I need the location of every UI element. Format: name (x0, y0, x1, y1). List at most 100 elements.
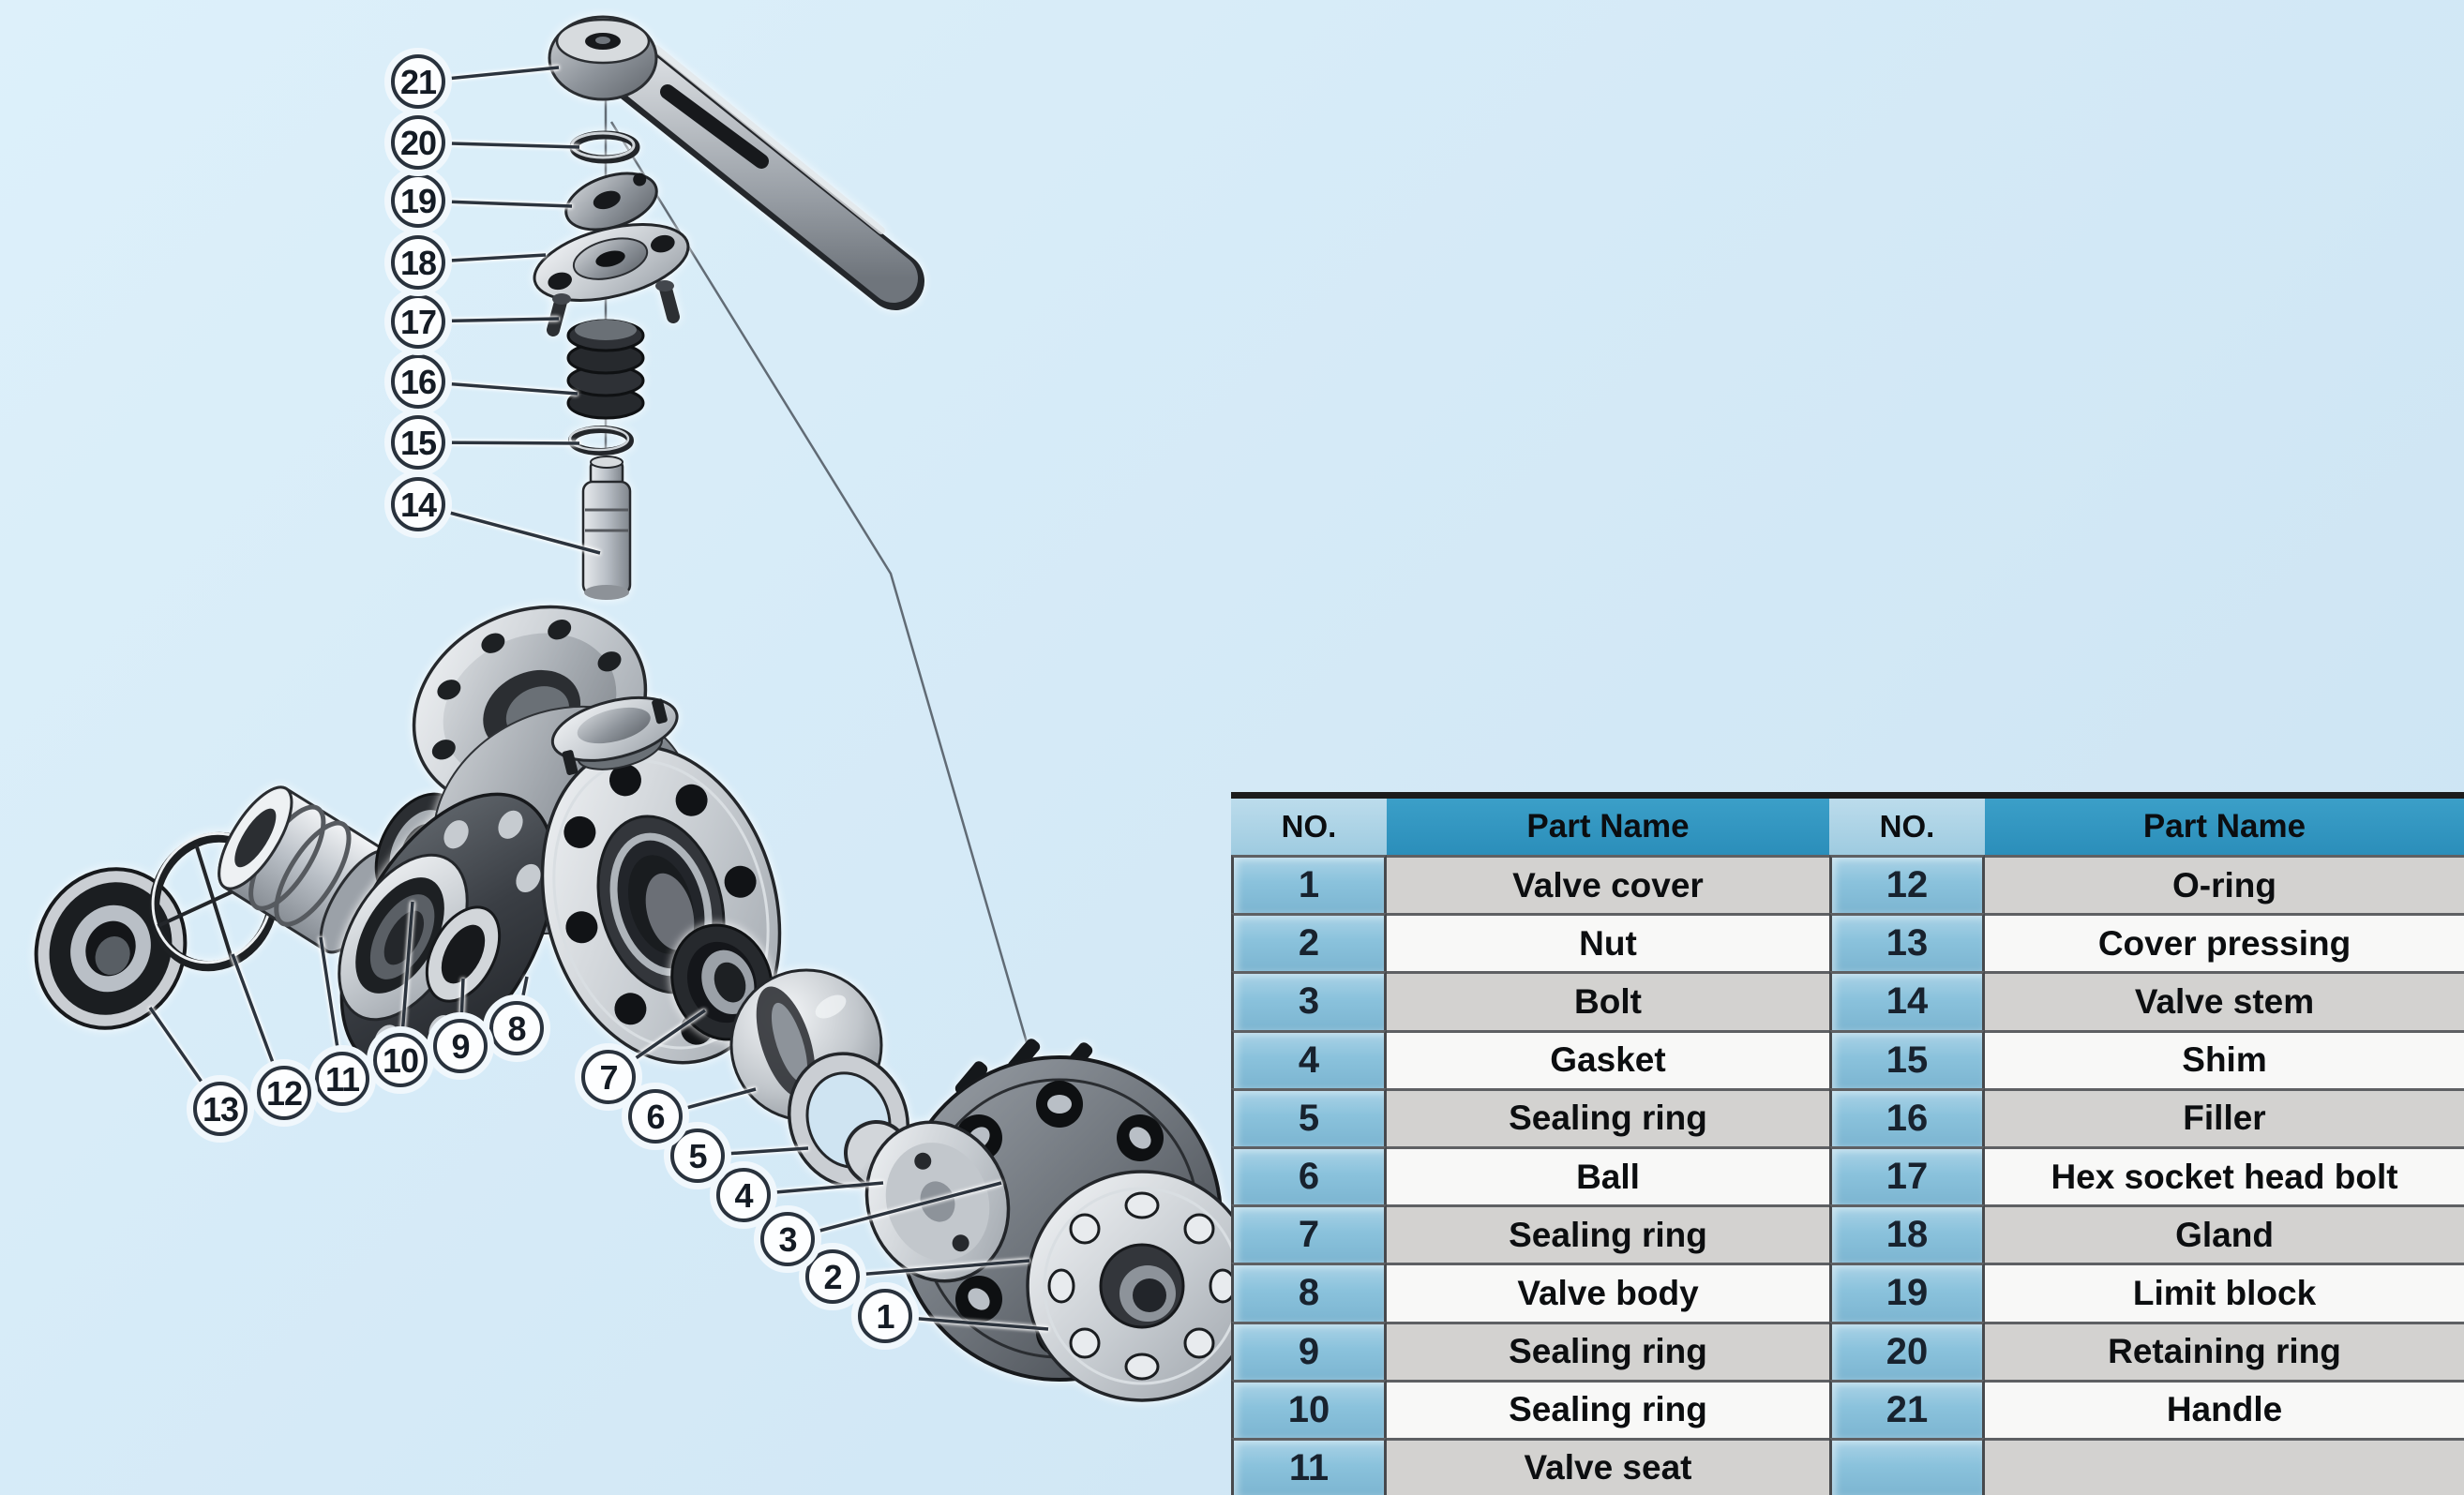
part-name: Gasket (1387, 1029, 1829, 1088)
part-no: 9 (1231, 1321, 1387, 1380)
part-no: 21 (1829, 1379, 1985, 1438)
svg-text:11: 11 (325, 1060, 360, 1099)
svg-text:13: 13 (203, 1090, 238, 1129)
part-name: Sealing ring (1387, 1204, 1829, 1263)
callout-6: 6 (622, 1083, 689, 1150)
part-name: Gland (1985, 1204, 2464, 1263)
part-no: 11 (1231, 1437, 1387, 1495)
svg-text:18: 18 (400, 244, 436, 282)
part-filler (566, 319, 645, 420)
part-hex-socket-bolts (547, 280, 680, 336)
svg-text:2: 2 (823, 1258, 841, 1296)
svg-text:12: 12 (266, 1074, 302, 1113)
part-name: Hex socket head bolt (1985, 1145, 2464, 1205)
part-no: 16 (1829, 1087, 1985, 1146)
part-name: Limit block (1985, 1263, 2464, 1322)
callout-18: 18 (384, 229, 452, 296)
part-no: 5 (1231, 1087, 1387, 1146)
part-name: Bolt (1387, 971, 1829, 1030)
svg-text:5: 5 (688, 1137, 707, 1175)
part-no: 7 (1231, 1204, 1387, 1263)
part-sealing-ring-9 (425, 905, 502, 1003)
svg-text:6: 6 (646, 1098, 664, 1136)
part-no: 15 (1829, 1029, 1985, 1088)
part-name: Sealing ring (1387, 1087, 1829, 1146)
part-no: 18 (1829, 1204, 1985, 1263)
part-no: 3 (1231, 971, 1387, 1030)
part-valve-seat (218, 785, 396, 954)
callout-3: 3 (754, 1205, 821, 1273)
part-no: 2 (1231, 913, 1387, 972)
callout-13: 13 (187, 1075, 254, 1143)
part-no: 4 (1231, 1029, 1387, 1088)
part-name: Handle (1985, 1379, 2464, 1438)
callout-10: 10 (367, 1026, 434, 1094)
svg-text:19: 19 (400, 182, 436, 220)
callout-1: 1 (851, 1282, 919, 1350)
table-header-part-left: Part Name (1387, 799, 1829, 855)
part-no: 17 (1829, 1145, 1985, 1205)
svg-text:17: 17 (400, 303, 436, 341)
part-no: 8 (1231, 1263, 1387, 1322)
svg-text:20: 20 (400, 124, 436, 162)
svg-text:14: 14 (400, 486, 437, 524)
svg-text:9: 9 (451, 1027, 469, 1066)
part-name: Ball (1387, 1145, 1829, 1205)
part-name (1985, 1437, 2464, 1495)
part-no: 19 (1829, 1263, 1985, 1322)
part-name: Nut (1387, 913, 1829, 972)
part-no: 6 (1231, 1145, 1387, 1205)
callout-14: 14 (384, 471, 452, 538)
table-header-part-right: Part Name (1985, 799, 2464, 855)
callout-12: 12 (250, 1059, 318, 1127)
part-name: Valve body (1387, 1263, 1829, 1322)
callout-7: 7 (575, 1043, 642, 1111)
ball-and-cover-parts (670, 923, 1258, 1402)
table-header-no-right: NO. (1829, 799, 1985, 855)
callout-8: 8 (483, 994, 550, 1062)
svg-text:3: 3 (778, 1220, 796, 1259)
callout-17: 17 (384, 288, 452, 355)
part-gasket-spool (844, 1120, 1011, 1283)
part-valve-cover (1026, 1170, 1258, 1402)
part-cover-pressing (34, 867, 188, 1030)
stem-assembly-parts (533, 15, 924, 600)
callouts: 1 2 3 4 5 6 7 8 9 10 11 12 13 14 15 16 1… (187, 48, 919, 1350)
svg-text:1: 1 (876, 1297, 894, 1336)
part-name: Valve cover (1387, 855, 1829, 914)
svg-text:4: 4 (734, 1176, 753, 1215)
part-valve-stem (581, 456, 632, 600)
part-no: 10 (1231, 1379, 1387, 1438)
parts-table: NO. Part Name NO. Part Name 1 Valve cove… (1231, 792, 2464, 1495)
part-name: Sealing ring (1387, 1321, 1829, 1380)
part-gland (533, 223, 690, 302)
svg-text:15: 15 (400, 424, 437, 462)
callout-15: 15 (384, 409, 452, 476)
part-name: Valve stem (1985, 971, 2464, 1030)
part-no (1829, 1437, 1985, 1495)
callout-16: 16 (384, 348, 452, 415)
part-name: Shim (1985, 1029, 2464, 1088)
part-name: Valve seat (1387, 1437, 1829, 1495)
svg-text:10: 10 (383, 1041, 418, 1080)
callout-20: 20 (384, 109, 452, 176)
part-no: 20 (1829, 1321, 1985, 1380)
svg-text:21: 21 (400, 63, 437, 101)
part-handle (548, 15, 924, 310)
part-no: 14 (1829, 971, 1985, 1030)
part-name: Filler (1985, 1087, 2464, 1146)
part-shim (568, 426, 634, 456)
table-header-no-left: NO. (1231, 799, 1387, 855)
body-stem-pad (550, 695, 679, 775)
svg-text:8: 8 (507, 1009, 525, 1048)
callout-2: 2 (799, 1243, 866, 1310)
callout-11: 11 (308, 1045, 376, 1113)
callout-5: 5 (664, 1122, 731, 1189)
svg-text:16: 16 (400, 363, 436, 401)
callout-9: 9 (427, 1012, 494, 1080)
part-name: Sealing ring (1387, 1379, 1829, 1438)
part-no: 1 (1231, 855, 1387, 914)
part-name: Retaining ring (1985, 1321, 2464, 1380)
